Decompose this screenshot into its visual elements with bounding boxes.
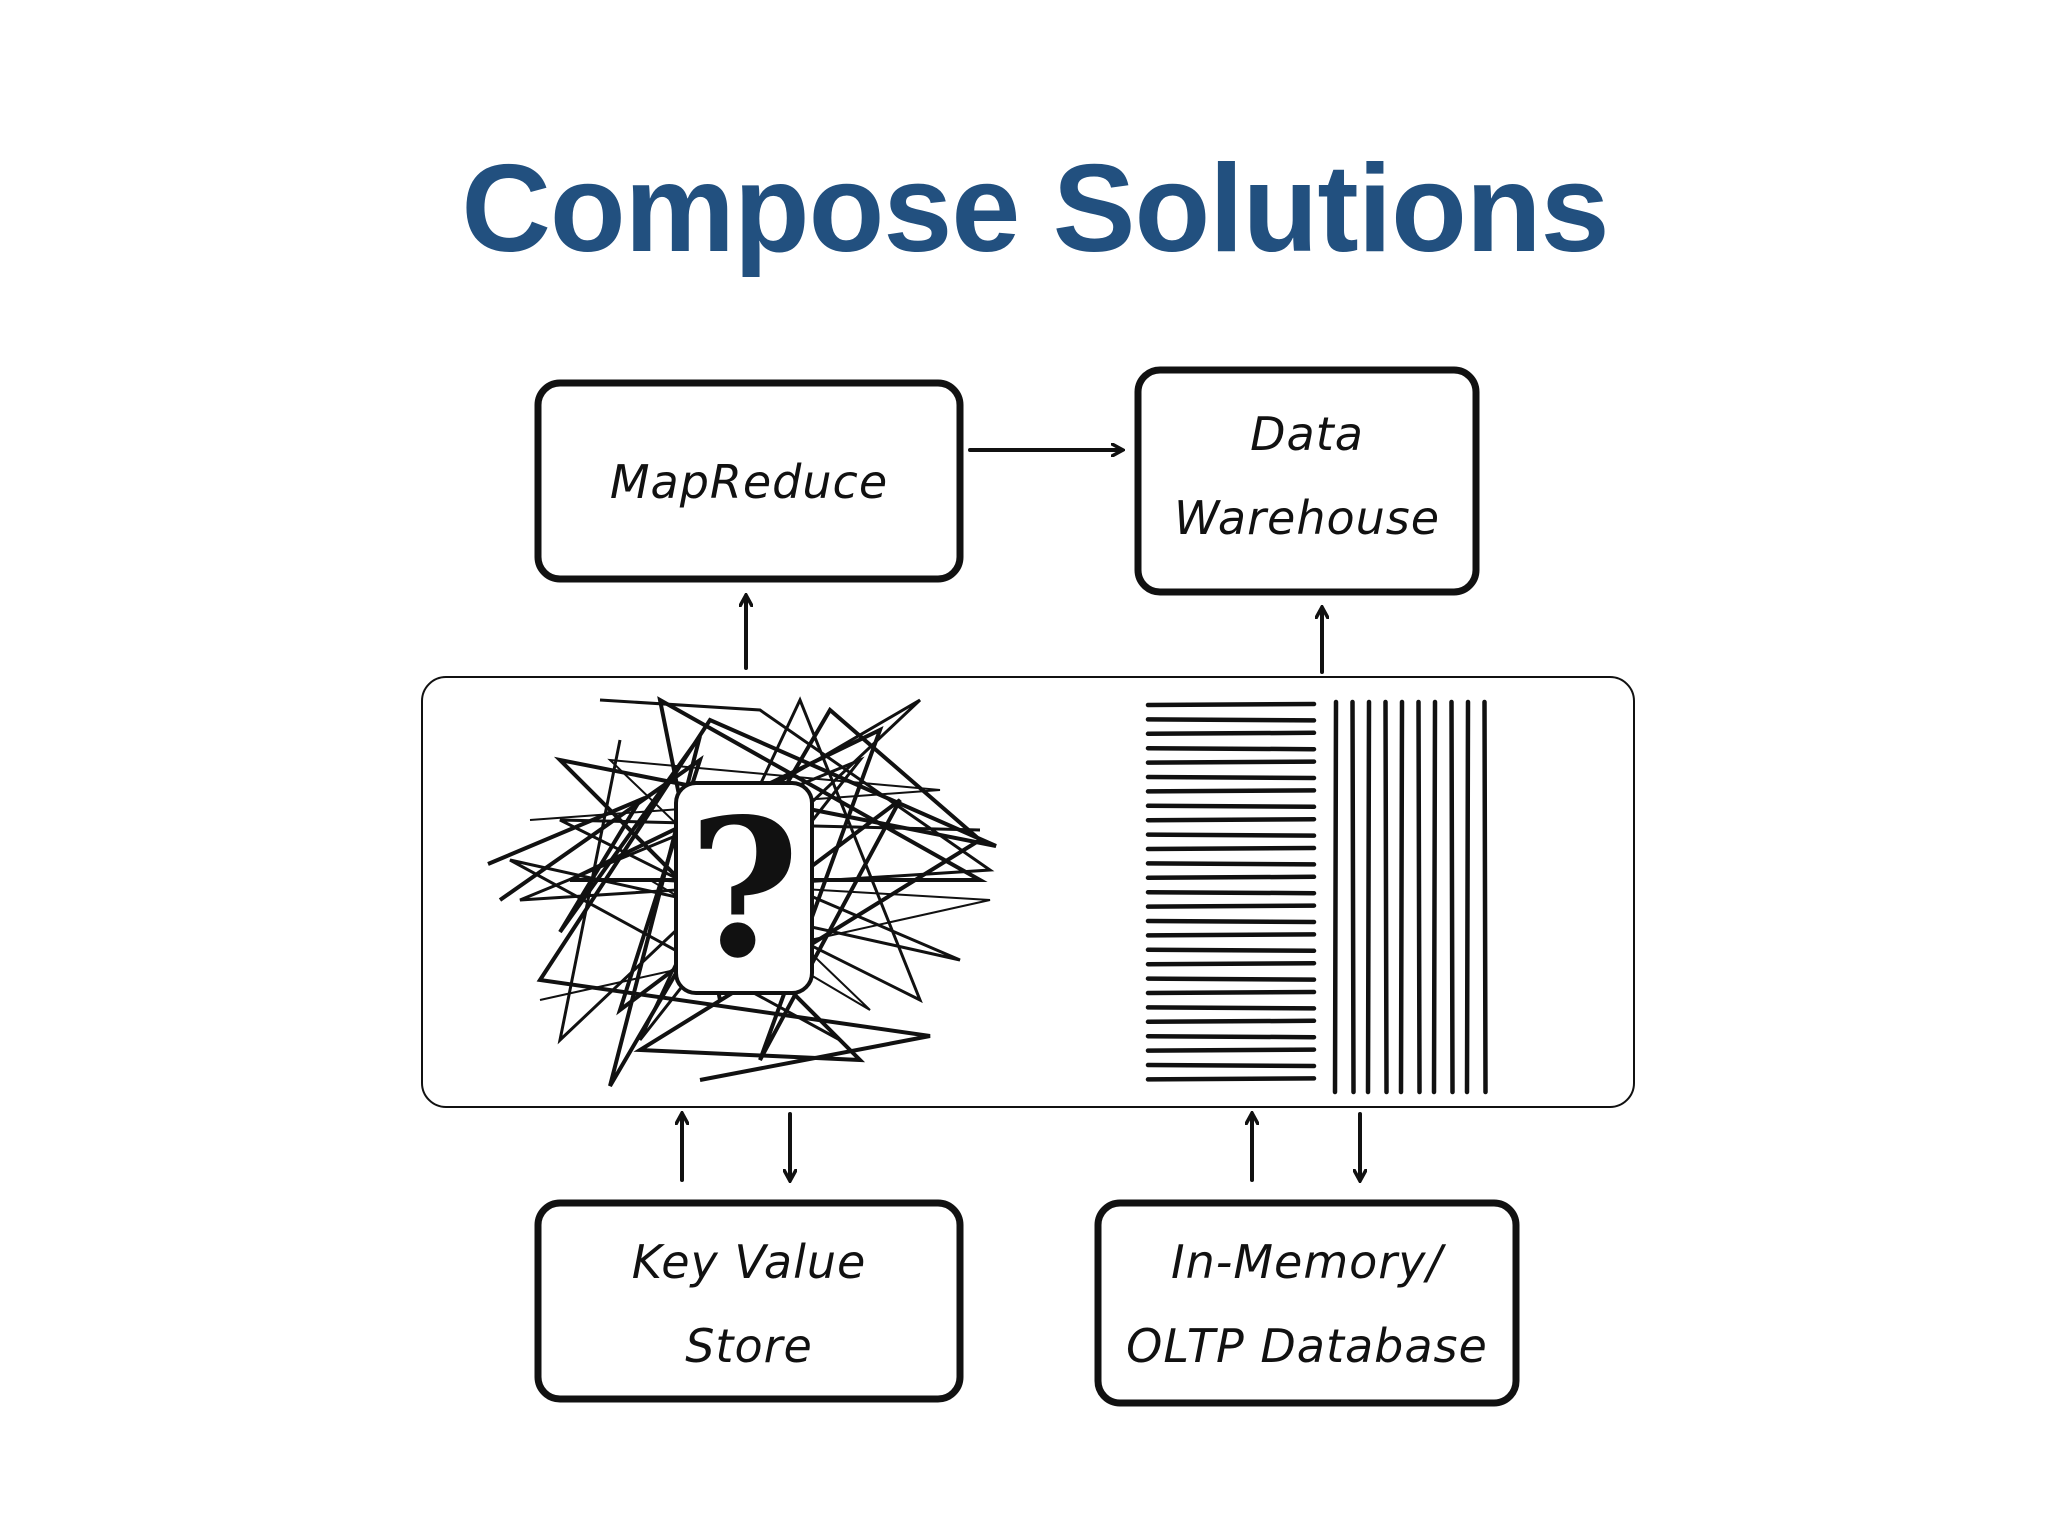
row-stripe <box>1145 861 1317 867</box>
row-stripe <box>1145 874 1317 881</box>
row-stripe <box>1145 1076 1317 1082</box>
column-stripe <box>1431 699 1438 1095</box>
row-stripe <box>1145 774 1317 781</box>
data-warehouse-line-2: Warehouse <box>1173 491 1441 545</box>
key-value-store-line-1: Key Value <box>631 1235 867 1289</box>
column-stripe <box>1365 699 1372 1095</box>
row-stripe <box>1145 1033 1317 1040</box>
row-stripe <box>1145 759 1317 765</box>
row-stripe <box>1145 832 1317 838</box>
mapreduce-label: MapReduce <box>538 440 960 524</box>
oltp-database-label: In-Memory/ OLTP Database <box>1098 1220 1516 1388</box>
column-stripe <box>1332 699 1339 1095</box>
data-warehouse-label: Data Warehouse <box>1138 392 1476 560</box>
column-stripe <box>1383 699 1389 1095</box>
question-mark-glyph: ? <box>688 777 799 1000</box>
question-card <box>674 781 814 995</box>
row-stripe <box>1145 717 1317 723</box>
row-stripe <box>1145 889 1317 896</box>
key-value-store-box <box>534 1199 964 1403</box>
row-stripe <box>1145 803 1317 810</box>
row-stripe <box>1145 960 1317 967</box>
data-warehouse-box <box>1134 366 1480 596</box>
row-stripe <box>1145 845 1317 852</box>
row-stripe <box>1145 1062 1317 1069</box>
row-stripe <box>1145 1005 1317 1011</box>
row-stripe <box>1145 816 1317 823</box>
page-title: Compose Solutions <box>461 140 1609 278</box>
oltp-database-line-2: OLTP Database <box>1126 1319 1488 1373</box>
question-mark-scribble-icon: ? <box>487 696 997 1088</box>
column-stripe <box>1449 699 1455 1095</box>
oltp-database-line-1: In-Memory/ <box>1171 1235 1443 1289</box>
row-stripe <box>1145 1047 1317 1053</box>
row-stripe <box>1145 947 1317 954</box>
mapreduce-label-text: MapReduce <box>609 455 889 509</box>
oltp-database-box <box>1094 1199 1520 1407</box>
data-store-container <box>421 676 1635 1108</box>
row-stripe <box>1145 701 1317 708</box>
row-stripe <box>1145 932 1317 938</box>
column-stripe <box>1350 699 1356 1095</box>
row-stripe <box>1145 745 1317 752</box>
column-stripe <box>1398 699 1405 1095</box>
column-stripe <box>1416 699 1422 1095</box>
column-stripe <box>1464 699 1471 1095</box>
column-stripe <box>1482 699 1488 1095</box>
mapreduce-box <box>534 379 964 583</box>
row-stripe <box>1145 918 1317 925</box>
row-stripe <box>1145 730 1317 737</box>
row-stripe <box>1145 903 1317 909</box>
row-stripe <box>1145 989 1317 996</box>
row-stripe <box>1145 788 1317 794</box>
key-value-store-label: Key Value Store <box>538 1220 960 1388</box>
data-warehouse-line-1: Data <box>1250 407 1364 461</box>
row-stripe <box>1145 976 1317 982</box>
key-value-store-line-2: Store <box>685 1319 813 1373</box>
striped-columns-icon <box>1145 699 1488 1095</box>
row-stripe <box>1145 1018 1317 1025</box>
